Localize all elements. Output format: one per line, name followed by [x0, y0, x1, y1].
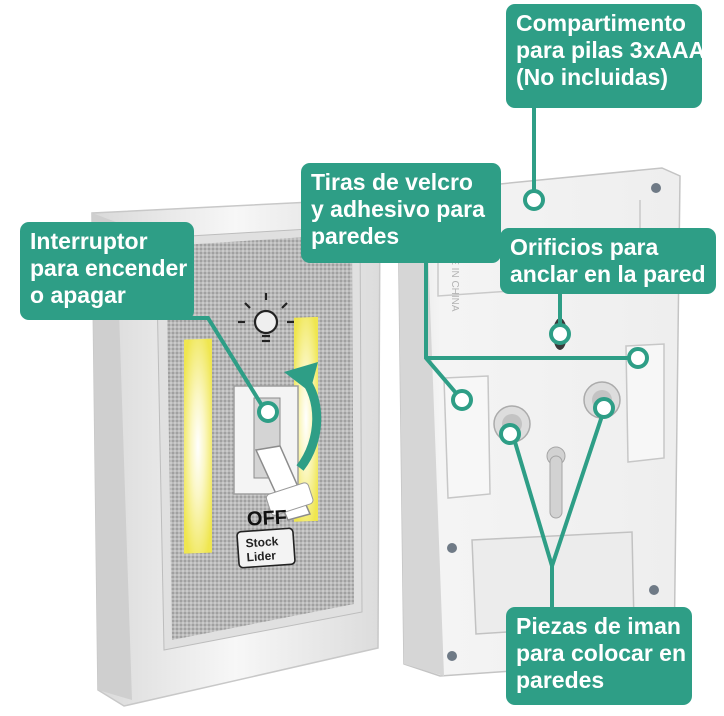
callout-line: o apagar [30, 282, 126, 308]
toggle-direction-arrow-icon [284, 362, 322, 471]
svg-text:Stock: Stock [245, 534, 279, 550]
callout-line: Interruptor [30, 228, 148, 254]
callout-line: anclar en la pared [510, 261, 706, 287]
screw-mid-right [649, 585, 659, 595]
made-in-china-imprint: MADE IN CHINA [449, 236, 460, 312]
callout-line: paredes [311, 223, 400, 249]
screw-bottom-left [447, 651, 457, 661]
callout-line: Tiras de velcro [311, 169, 473, 195]
lightbulb-icon [238, 293, 294, 343]
velcro-strip-right [625, 343, 665, 463]
callout-line: Compartimento [516, 10, 686, 36]
callout-dots [257, 189, 649, 445]
back-housing-side [398, 194, 444, 676]
callout-line: y adhesivo para [311, 196, 485, 222]
keyhole-slot [546, 446, 566, 519]
callout-battery-compartment: Compartimento para pilas 3xAAA (No inclu… [506, 4, 706, 108]
callout-wall-holes: Orificios para anclar en la pared [500, 228, 716, 294]
led-strip-left [184, 338, 212, 554]
switch-off-text: OFF [246, 507, 287, 531]
svg-text:Lider: Lider [246, 548, 277, 564]
callout-line: para encender [30, 255, 188, 281]
callout-line: (No incluidas) [516, 64, 669, 90]
callout-velcro-strips: Tiras de velcro y adhesivo para paredes [301, 163, 501, 263]
screw-mid-left [447, 543, 457, 553]
front-frame-side [92, 213, 132, 700]
callout-magnets: Piezas de iman para colocar en paredes [506, 607, 692, 705]
screw-top-right [651, 183, 661, 193]
callout-line: para pilas 3xAAA [516, 37, 706, 63]
brand-logo: Stock Lider [236, 527, 296, 569]
callout-line: Orificios para [510, 234, 659, 260]
callout-switch: Interruptor para encender o apagar [20, 222, 194, 320]
callout-line: Piezas de iman [516, 613, 681, 639]
callout-line: paredes [516, 667, 605, 693]
callout-line: para colocar en [516, 640, 687, 666]
